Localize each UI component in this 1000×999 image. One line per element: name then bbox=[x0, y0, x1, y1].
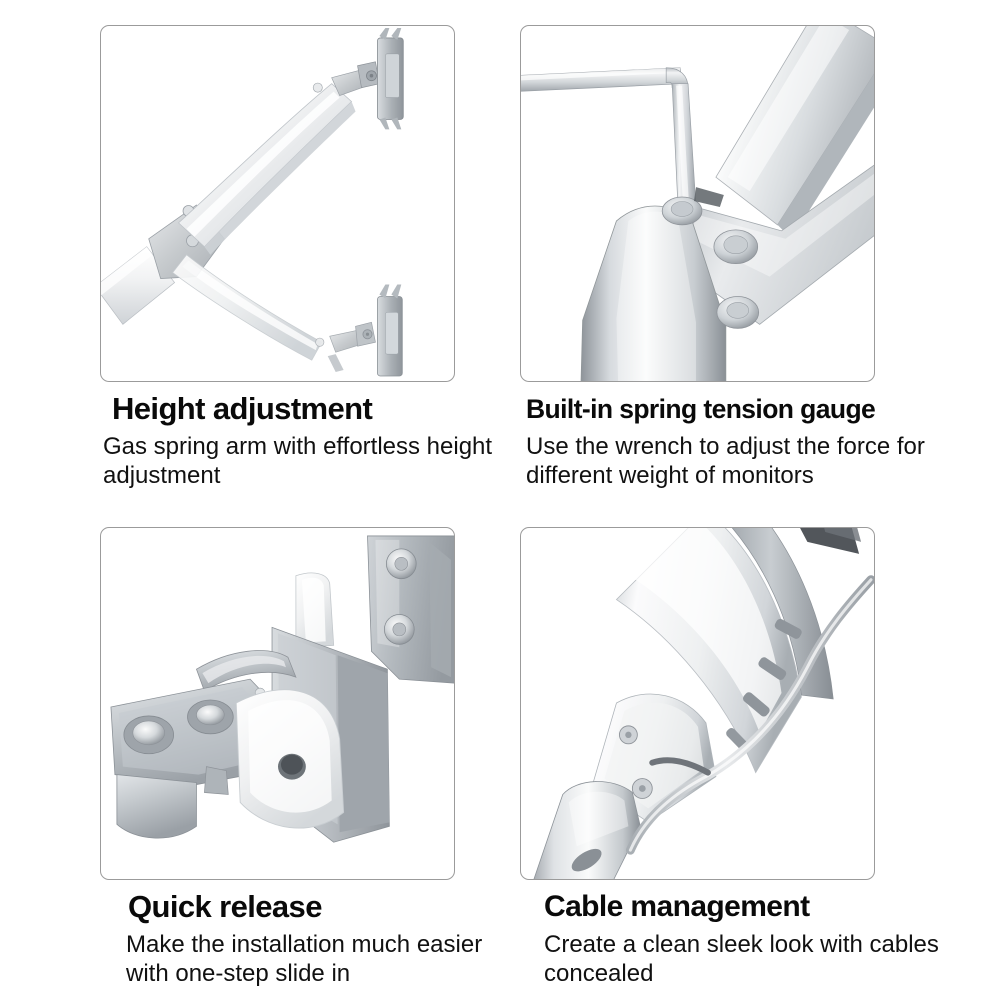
base-tube bbox=[101, 246, 176, 325]
photo-stage bbox=[521, 528, 874, 879]
feature-title: Height adjustment bbox=[112, 391, 373, 426]
hex-bolts bbox=[661, 196, 760, 329]
photo-stage bbox=[521, 26, 874, 381]
lower-head-joint bbox=[315, 321, 376, 373]
arm-top-recess bbox=[800, 528, 862, 554]
feature-caption-spring-tension-gauge: Built-in spring tension gauge Use the wr… bbox=[520, 382, 1000, 527]
feature-caption-cable-management: Cable management Create a clean sleek lo… bbox=[520, 880, 1000, 999]
arm-body bbox=[615, 528, 802, 774]
arm-screws bbox=[123, 687, 266, 755]
lower-vesa-plate bbox=[377, 284, 403, 377]
quick-release-knob bbox=[235, 689, 345, 829]
feature-title: Quick release bbox=[128, 889, 322, 924]
upper-arm-raised bbox=[177, 83, 356, 255]
photo-panel bbox=[100, 25, 455, 382]
routed-cable bbox=[625, 575, 874, 855]
feature-description: Gas spring arm with effortless height ad… bbox=[103, 433, 493, 489]
mount-post bbox=[533, 781, 641, 879]
cable-management-illustration bbox=[533, 528, 874, 879]
feature-image-cable-management bbox=[520, 527, 875, 880]
feature-image-height-adjustment bbox=[100, 25, 455, 382]
feature-title: Cable management bbox=[544, 890, 810, 923]
gas-spring-arm-illustration bbox=[101, 27, 404, 377]
feature-image-quick-release bbox=[100, 527, 455, 880]
hex-wrench-illustration bbox=[521, 26, 874, 381]
photo-panel bbox=[520, 527, 875, 880]
quick-release-bracket-illustration bbox=[110, 535, 454, 843]
lower-arm-dropped bbox=[172, 254, 323, 361]
joint-shadow bbox=[694, 187, 724, 207]
upper-vesa-plate bbox=[377, 27, 404, 130]
hex-wrench bbox=[521, 67, 697, 210]
feature-description: Make the installation much easier with o… bbox=[126, 931, 483, 987]
photo-stage bbox=[101, 26, 454, 381]
upper-head-joint bbox=[312, 61, 380, 97]
feature-description: Create a clean sleek look with cables co… bbox=[544, 931, 939, 987]
vesa-plate bbox=[367, 535, 454, 684]
photo-stage bbox=[101, 528, 454, 879]
feature-image-spring-tension-gauge bbox=[520, 25, 875, 382]
arm-body-upper bbox=[715, 26, 874, 239]
photo-panel bbox=[520, 25, 875, 382]
photo-panel bbox=[100, 527, 455, 880]
feature-description: Use the wrench to adjust the force for d… bbox=[526, 433, 925, 489]
feature-caption-height-adjustment: Height adjustment Gas spring arm with ef… bbox=[100, 382, 520, 527]
release-tab bbox=[295, 572, 335, 648]
feature-caption-quick-release: Quick release Make the installation much… bbox=[100, 880, 520, 999]
pivot-cylinder bbox=[116, 766, 229, 839]
feature-title: Built-in spring tension gauge bbox=[526, 394, 876, 424]
